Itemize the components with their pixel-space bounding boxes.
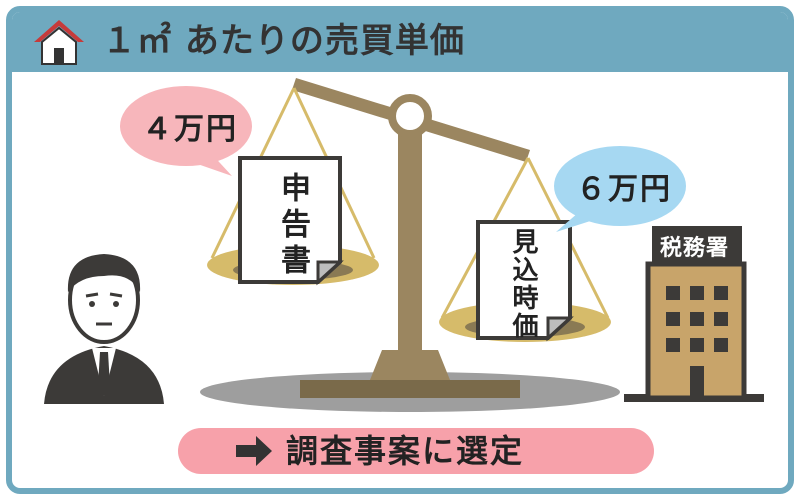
left-document-icon (238, 156, 344, 286)
left-speech-bubble (120, 86, 252, 176)
left-document-text: 申告書 (275, 172, 310, 280)
left-bubble-text: ４万円 (142, 112, 238, 147)
right-document-icon (476, 220, 574, 342)
scale-base (300, 380, 520, 398)
tax-office-building-icon (624, 226, 764, 402)
house-icon (34, 20, 84, 65)
scale-pivot (388, 94, 432, 138)
taxpayer-avatar-icon (44, 254, 164, 404)
right-speech-bubble (554, 146, 686, 232)
header-bar: １㎡ あたりの売買単価 (12, 12, 788, 72)
result-text: 調査事案に選定 (286, 432, 525, 470)
scale-pillar (398, 128, 422, 356)
scale-foot (370, 350, 450, 380)
arrow-right-icon (236, 436, 272, 466)
tax-office-label: 税務署 (660, 236, 730, 261)
right-bubble-text: ６万円 (576, 172, 672, 207)
page-title: １㎡ あたりの売買単価 (102, 21, 465, 61)
right-document-text: 見込時価 (508, 228, 538, 340)
